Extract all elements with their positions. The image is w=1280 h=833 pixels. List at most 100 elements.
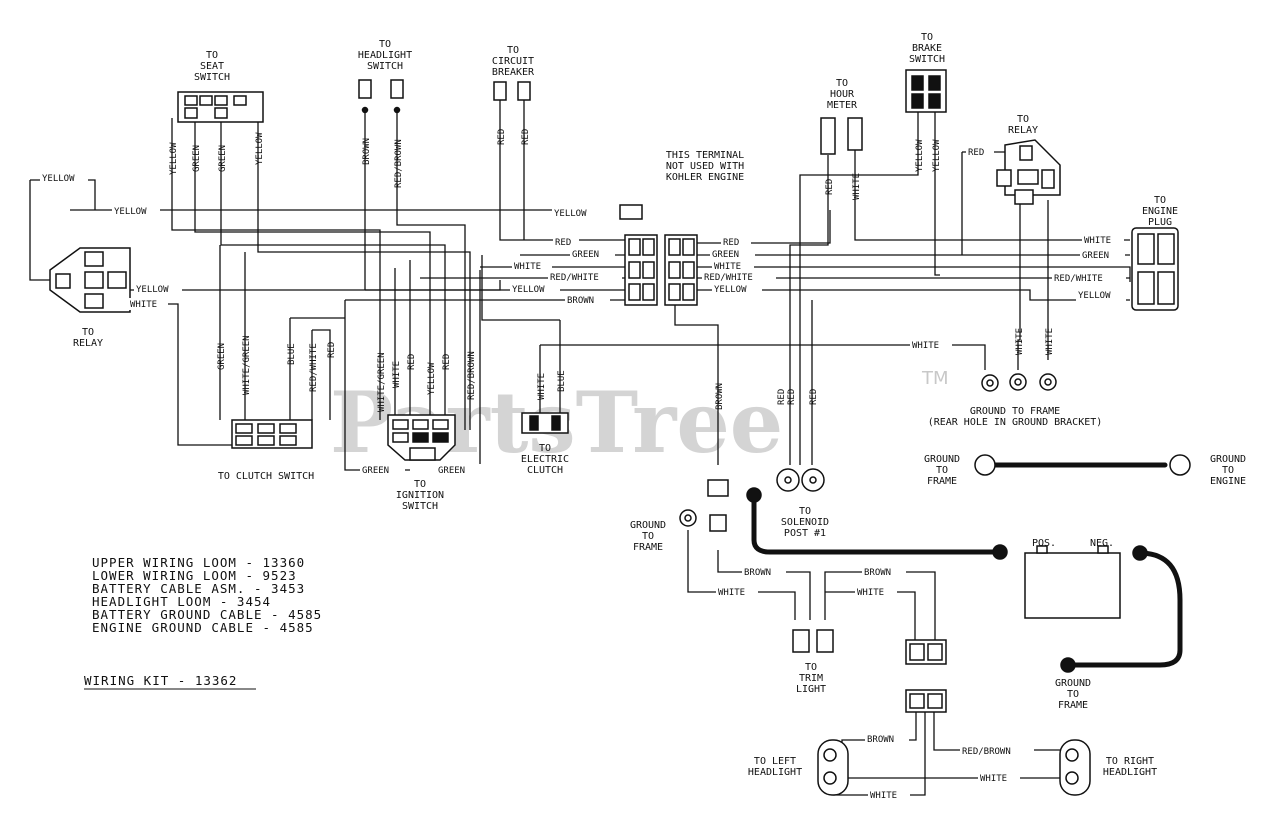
- relay-left-label-2: RELAY: [73, 338, 103, 349]
- clutch-switch-label: TO CLUTCH SWITCH: [218, 471, 314, 482]
- headlight-switch-terminal-1: [358, 79, 372, 99]
- electric-clutch-label-1: TO: [539, 443, 551, 454]
- wire-yellow-top: YELLOW: [114, 207, 147, 217]
- hour-meter-label-2: HOUR: [830, 89, 855, 100]
- battery-pos-label: POS.: [1032, 538, 1056, 549]
- right-headlight-label-1: TO RIGHT: [1106, 756, 1154, 767]
- hour-meter-label-3: METER: [827, 100, 858, 111]
- headlight-switch-label-1: TO: [379, 39, 391, 50]
- ground-frame-mid-1: GROUND: [630, 520, 666, 531]
- rear-hole-label: (REAR HOLE IN GROUND BRACKET): [928, 417, 1103, 428]
- wire-yellow-left: YELLOW: [512, 285, 545, 295]
- wire-red-left: RED: [555, 238, 571, 248]
- breaker-label-1: TO: [507, 45, 519, 56]
- wire-yellow-kohler: YELLOW: [554, 209, 587, 219]
- legend-line-5: BATTERY GROUND CABLE - 4585: [92, 607, 322, 622]
- wire-v-white-ground-2: WHITE: [1045, 328, 1055, 355]
- lower-loom-terminal-top: [707, 479, 729, 497]
- electric-clutch-label-2: ELECTRIC: [521, 454, 569, 465]
- ground-engine-1: GROUND: [1210, 454, 1246, 465]
- trim-light-terminal-1: [792, 629, 810, 653]
- electric-clutch-connector: [521, 412, 569, 434]
- brake-switch-label-2: BRAKE: [912, 43, 942, 54]
- wire-v-blue-clutch: BLUE: [287, 343, 297, 365]
- wire-green-ign-left: GREEN: [362, 466, 389, 476]
- wire-white-engine: WHITE: [1084, 236, 1111, 246]
- headlight-switch-terminal-2: [390, 79, 404, 99]
- wire-v-brown-headlight: BROWN: [362, 138, 372, 165]
- wire-yellow-relay: YELLOW: [42, 174, 75, 184]
- wire-brown-lower-2: BROWN: [864, 568, 891, 578]
- wire-white-left: WHITE: [514, 262, 541, 272]
- wire-red-right: RED: [723, 238, 739, 248]
- ground-frame-battery-1: GROUND: [1055, 678, 1091, 689]
- wire-v-white-ign: WHITE: [392, 361, 402, 388]
- kohler-note-2: NOT USED WITH: [666, 161, 744, 172]
- ground-frame-right-label: GROUND TO FRAME: [970, 406, 1060, 417]
- ignition-label-1: TO: [414, 479, 426, 490]
- hour-meter-terminal-2: [847, 117, 863, 151]
- hour-meter-terminal-1: [820, 117, 836, 155]
- wire-redwhite-right: RED/WHITE: [704, 273, 753, 283]
- right-headlight-label-2: HEADLIGHT: [1103, 767, 1157, 778]
- left-headlight-label-1: TO LEFT: [754, 756, 796, 767]
- brake-switch-label-1: TO: [921, 32, 933, 43]
- wire-brown-headlight: BROWN: [867, 735, 894, 745]
- wire-label-v: YELLOW GREEN GREEN YELLOW BROWN RED/BROW…: [169, 129, 1055, 412]
- brake-switch-label-3: SWITCH: [909, 54, 945, 65]
- wire-green-ign-right: GREEN: [438, 466, 465, 476]
- wire-brown-left: BROWN: [567, 296, 594, 306]
- solenoid-label-3: POST #1: [784, 528, 826, 539]
- legend-line-3: BATTERY CABLE ASM. - 3453: [92, 581, 305, 596]
- wire-red-relay: RED: [968, 148, 984, 158]
- ground-frame-top-1: GROUND: [924, 454, 960, 465]
- seat-switch-label-3: SWITCH: [194, 72, 230, 83]
- trim-light-label-2: TRIM: [799, 673, 823, 684]
- battery-neg-label: NEG.: [1090, 538, 1114, 549]
- wire-yellow-engine: YELLOW: [1078, 291, 1111, 301]
- ground-frame-battery-3: FRAME: [1058, 700, 1088, 711]
- relay-left-label-1: TO: [82, 327, 94, 338]
- ground-frame-terminal: [974, 454, 996, 476]
- wire-white-relay: WHITE: [130, 300, 157, 310]
- wire-v-red-breaker-1: RED: [497, 129, 507, 145]
- component-labels: TO SEAT SWITCH TO HEADLIGHT SWITCH TO CI…: [73, 32, 1246, 778]
- wire-v-red-sol-2: RED: [787, 389, 797, 405]
- legend-line-1: UPPER WIRING LOOM - 13360: [92, 555, 305, 570]
- wire-v-white-eclutch: WHITE: [537, 373, 547, 400]
- wire-v-blue-eclutch: BLUE: [557, 370, 567, 392]
- wire-v-yellow-seat-2: YELLOW: [255, 132, 265, 165]
- wire-v-whitegreen-clutch: WHITE/GREEN: [242, 335, 252, 395]
- watermark-tm: TM: [921, 368, 949, 389]
- kohler-terminal: [619, 204, 643, 220]
- breaker-label-3: BREAKER: [492, 67, 535, 78]
- wire-brown-lower-1: BROWN: [744, 568, 771, 578]
- ground-frame-battery-2: TO: [1067, 689, 1079, 700]
- lower-loom-terminal-2: [709, 514, 727, 532]
- trim-light-label-1: TO: [805, 662, 817, 673]
- wire-v-yellow-brake-1: YELLOW: [915, 139, 925, 172]
- seat-switch-label-1: TO: [206, 50, 218, 61]
- ground-engine-3: ENGINE: [1210, 476, 1246, 487]
- hour-meter-label-1: TO: [836, 78, 848, 89]
- kohler-note-1: THIS TERMINAL: [666, 150, 744, 161]
- wire-white-ground: WHITE: [912, 341, 939, 351]
- wire-v-yellow-brake-2: YELLOW: [932, 139, 942, 172]
- kohler-note-3: KOHLER ENGINE: [666, 172, 744, 183]
- ignition-label-3: SWITCH: [402, 501, 438, 512]
- left-headlight: [817, 739, 849, 796]
- battery-cable-terminal: [746, 487, 762, 503]
- wire-v-white-ground-1: WHITE: [1015, 328, 1025, 355]
- relay-top-label-1: TO: [1017, 114, 1029, 125]
- wire-v-white-hour: WHITE: [852, 173, 862, 200]
- legend-line-6: ENGINE GROUND CABLE - 4585: [92, 620, 314, 635]
- wire-white-headlight-2: WHITE: [870, 791, 897, 801]
- wire-v-green-seat-2: GREEN: [218, 145, 228, 172]
- parts-legend: UPPER WIRING LOOM - 13360 LOWER WIRING L…: [84, 555, 322, 690]
- wire-white-headlight-1: WHITE: [980, 774, 1007, 784]
- wire-v-yellow-seat-1: YELLOW: [169, 142, 179, 175]
- wire-v-red-ign-2: RED: [442, 354, 452, 370]
- ground-frame-top-2: TO: [936, 465, 948, 476]
- wire-green-right: GREEN: [712, 250, 739, 260]
